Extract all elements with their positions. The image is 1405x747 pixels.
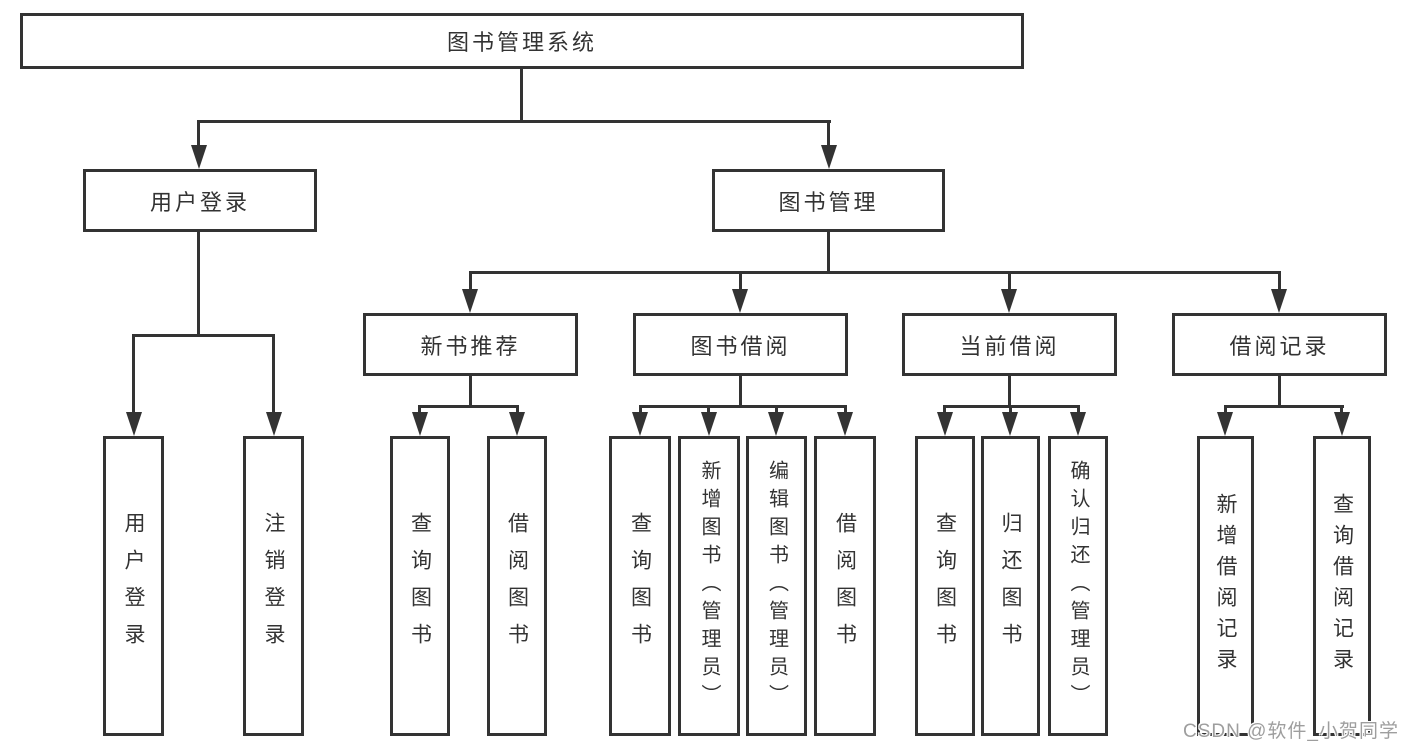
connector-vline	[520, 69, 523, 123]
leaf-edit-books-admin: 编辑图书（管理员）	[746, 436, 807, 736]
connector-vline	[1278, 376, 1281, 407]
connector-vline	[272, 334, 275, 414]
leaf-borrow-books-2: 借阅图书	[814, 436, 876, 736]
connector-vline	[844, 405, 847, 415]
node-book-management-branch: 图书管理	[712, 169, 945, 232]
connector-vline	[1224, 405, 1227, 415]
node-current-borrow: 当前借阅	[902, 313, 1117, 376]
watermark: CSDN @软件_小贺同学	[1183, 721, 1399, 742]
leaf-query-books-2: 查询图书	[609, 436, 671, 736]
connector-vline	[197, 120, 200, 149]
connector-vline	[943, 405, 946, 415]
node-library-management-system: 图书管理系统	[20, 13, 1024, 69]
leaf-confirm-return-admin: 确认归还（管理员）	[1048, 436, 1108, 736]
arrow-down-icon	[768, 412, 784, 436]
arrow-down-icon	[1002, 412, 1018, 436]
arrow-down-icon	[1334, 412, 1350, 436]
leaf-add-books-admin: 新增图书（管理员）	[678, 436, 740, 736]
node-new-book-recommend: 新书推荐	[363, 313, 578, 376]
connector-vline	[1278, 271, 1281, 291]
connector-hline	[639, 405, 847, 408]
connector-vline	[132, 334, 135, 414]
connector-vline	[516, 405, 519, 415]
arrow-down-icon	[937, 412, 953, 436]
leaf-return-books: 归还图书	[981, 436, 1040, 736]
leaf-query-borrow-record: 查询借阅记录	[1313, 436, 1371, 736]
leaf-borrow-books-1: 借阅图书	[487, 436, 547, 736]
arrow-down-icon	[837, 412, 853, 436]
connector-vline	[197, 232, 200, 337]
connector-vline	[1008, 271, 1011, 291]
arrow-down-icon	[1217, 412, 1233, 436]
connector-vline	[1340, 405, 1343, 415]
connector-vline	[1008, 376, 1011, 407]
arrow-down-icon	[1070, 412, 1086, 436]
arrow-down-icon	[632, 412, 648, 436]
leaf-query-books-1: 查询图书	[390, 436, 450, 736]
connector-hline	[132, 334, 275, 337]
arrow-down-icon	[412, 412, 428, 436]
arrow-down-icon	[701, 412, 717, 436]
connector-vline	[707, 405, 710, 415]
connector-vline	[1077, 405, 1080, 415]
connector-vline	[827, 120, 830, 149]
arrow-down-icon	[462, 289, 478, 313]
connector-vline	[469, 271, 472, 291]
connector-hline	[1224, 405, 1344, 408]
arrow-down-icon	[821, 145, 837, 169]
connector-vline	[1009, 405, 1012, 415]
node-borrow-records: 借阅记录	[1172, 313, 1387, 376]
arrow-down-icon	[1271, 289, 1287, 313]
connector-hline	[469, 271, 1281, 274]
arrow-down-icon	[732, 289, 748, 313]
leaf-logout: 注销登录	[243, 436, 304, 736]
leaf-user-login: 用户登录	[103, 436, 164, 736]
connector-hline	[197, 120, 831, 123]
node-book-borrow: 图书借阅	[633, 313, 848, 376]
leaf-query-books-3: 查询图书	[915, 436, 975, 736]
connector-vline	[739, 376, 742, 407]
connector-vline	[418, 405, 421, 415]
connector-vline	[469, 376, 472, 407]
connector-vline	[775, 405, 778, 415]
arrow-down-icon	[1001, 289, 1017, 313]
arrow-down-icon	[509, 412, 525, 436]
connector-vline	[639, 405, 642, 415]
connector-vline	[827, 232, 830, 274]
arrow-down-icon	[191, 145, 207, 169]
connector-hline	[418, 405, 518, 408]
connector-vline	[739, 271, 742, 291]
node-user-login-branch: 用户登录	[83, 169, 317, 232]
leaf-add-borrow-record: 新增借阅记录	[1197, 436, 1254, 736]
arrow-down-icon	[266, 412, 282, 436]
arrow-down-icon	[126, 412, 142, 436]
